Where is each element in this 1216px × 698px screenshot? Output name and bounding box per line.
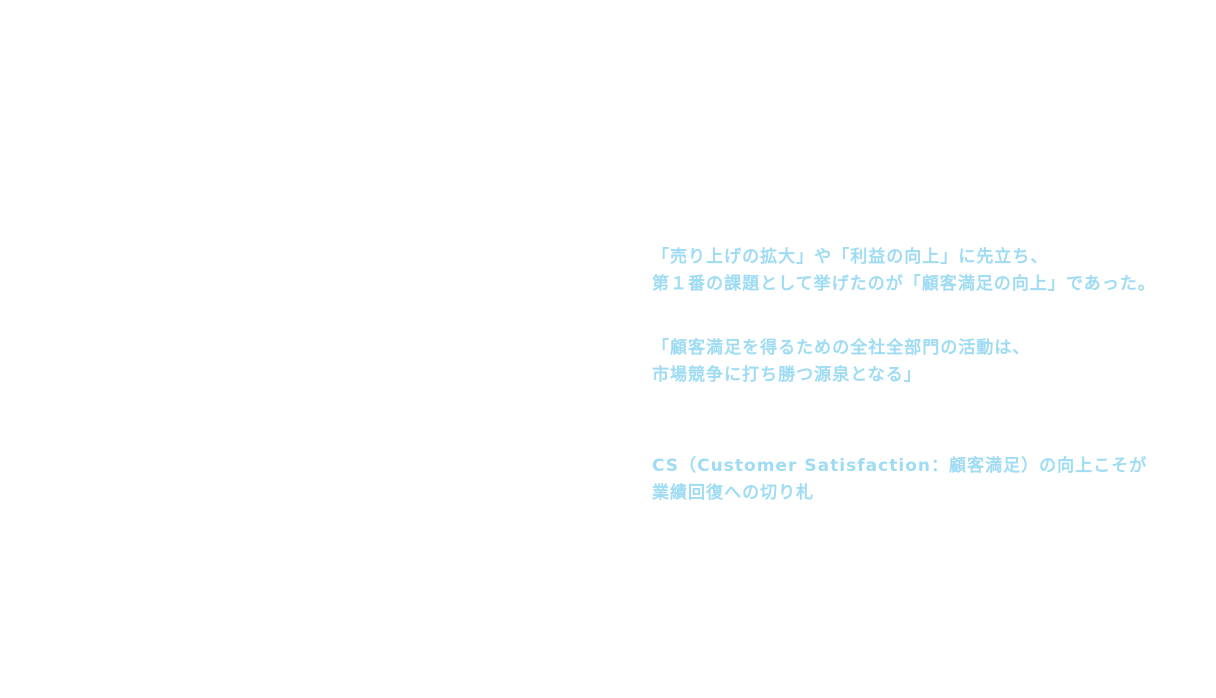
paragraph-line: 業績回復への切り札 <box>652 483 815 503</box>
paragraph-line: 「顧客満足を得るための全社全部門の活動は、 <box>652 338 1031 358</box>
paragraph-line: 「売り上げの拡大」や「利益の向上」に先立ち、 <box>652 247 1049 267</box>
paragraph-line: 市場競争に打ち勝つ源泉となる」 <box>652 365 922 385</box>
paragraph-cs: CS（Customer Satisfaction：顧客満足）の向上こそが 業績回… <box>652 453 1192 507</box>
paragraph-quote: 「顧客満足を得るための全社全部門の活動は、 市場競争に打ち勝つ源泉となる」 <box>652 335 1192 389</box>
paragraph-line: CS（Customer Satisfaction：顧客満足）の向上こそが <box>652 456 1148 476</box>
paragraph-priority: 「売り上げの拡大」や「利益の向上」に先立ち、 第１番の課題として挙げたのが「顧客… <box>652 244 1192 298</box>
paragraph-line: 第１番の課題として挙げたのが「顧客満足の向上」であった。 <box>652 274 1156 294</box>
text-column: 「売り上げの拡大」や「利益の向上」に先立ち、 第１番の課題として挙げたのが「顧客… <box>652 244 1192 507</box>
